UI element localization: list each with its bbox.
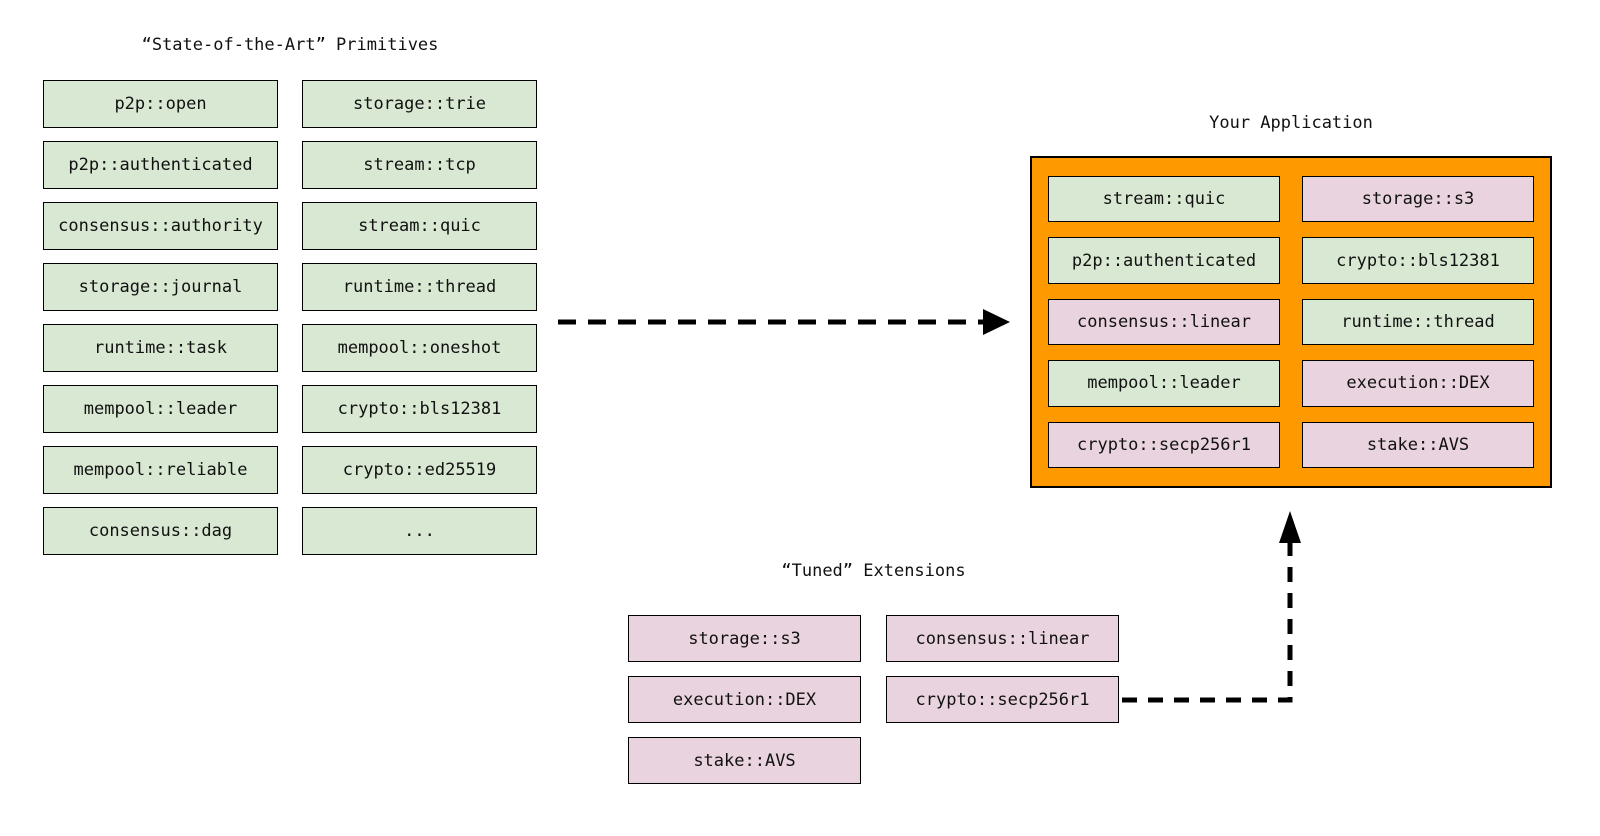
application-module-box: execution::DEX bbox=[1302, 360, 1534, 407]
primitive-box: mempool::reliable bbox=[43, 446, 278, 494]
extension-box: consensus::linear bbox=[886, 615, 1119, 662]
application-module-label: crypto::secp256r1 bbox=[1077, 434, 1251, 455]
application-container: stream::quic storage::s3 p2p::authentica… bbox=[1030, 156, 1552, 488]
primitive-box: crypto::bls12381 bbox=[302, 385, 537, 433]
primitive-box: storage::trie bbox=[302, 80, 537, 128]
application-module-label: storage::s3 bbox=[1361, 189, 1475, 210]
primitive-box: p2p::authenticated bbox=[43, 141, 278, 189]
application-module-label: runtime::thread bbox=[1341, 311, 1495, 332]
primitive-label: ... bbox=[404, 521, 435, 541]
primitive-label: mempool::reliable bbox=[73, 460, 248, 480]
application-module-label: execution::DEX bbox=[1346, 373, 1490, 394]
primitive-box: mempool::oneshot bbox=[302, 324, 537, 372]
primitive-label: consensus::authority bbox=[58, 216, 263, 236]
primitive-label: stream::quic bbox=[358, 216, 481, 236]
primitive-label: crypto::ed25519 bbox=[342, 460, 497, 480]
primitive-box: runtime::task bbox=[43, 324, 278, 372]
application-module-box: mempool::leader bbox=[1048, 360, 1280, 407]
primitive-label: storage::trie bbox=[352, 94, 487, 114]
primitive-label: consensus::dag bbox=[88, 521, 233, 541]
application-module-label: stream::quic bbox=[1102, 189, 1226, 210]
extensions-title: “Tuned” Extensions bbox=[781, 561, 966, 581]
primitive-label: crypto::bls12381 bbox=[337, 399, 502, 419]
application-module-box: consensus::linear bbox=[1048, 298, 1280, 346]
application-module-box: stake::AVS bbox=[1302, 421, 1534, 468]
application-module-box: crypto::bls12381 bbox=[1302, 237, 1534, 284]
primitive-box: crypto::ed25519 bbox=[302, 446, 537, 494]
application-module-label: consensus::linear bbox=[1077, 311, 1251, 332]
application-module-label: mempool::leader bbox=[1087, 373, 1241, 394]
primitive-label: stream::tcp bbox=[363, 155, 476, 175]
primitive-box: ... bbox=[302, 507, 537, 555]
primitive-label: p2p::open bbox=[114, 94, 207, 114]
primitive-box: stream::tcp bbox=[302, 141, 537, 189]
primitives-column-1: p2p::open p2p::authenticated consensus::… bbox=[43, 80, 278, 555]
primitive-label: storage::journal bbox=[78, 277, 243, 297]
primitive-label: p2p::authenticated bbox=[68, 155, 253, 175]
primitives-title: “State-of-the-Art” Primitives bbox=[141, 35, 439, 55]
primitives-to-application-arrow bbox=[558, 309, 1010, 335]
primitive-label: runtime::task bbox=[93, 338, 228, 358]
application-module-box: runtime::thread bbox=[1302, 298, 1534, 346]
application-module-box: storage::s3 bbox=[1302, 176, 1534, 223]
extension-label: execution::DEX bbox=[672, 689, 817, 710]
extension-box: crypto::secp256r1 bbox=[886, 676, 1119, 723]
extension-label: stake::AVS bbox=[693, 750, 796, 771]
primitive-label: runtime::thread bbox=[342, 277, 497, 297]
application-module-box: stream::quic bbox=[1048, 176, 1280, 223]
extension-label: consensus::linear bbox=[915, 628, 1090, 649]
extensions-column-2: consensus::linear crypto::secp256r1 bbox=[886, 615, 1119, 723]
primitive-box: mempool::leader bbox=[43, 385, 278, 433]
application-module-label: stake::AVS bbox=[1366, 434, 1470, 455]
extension-box: storage::s3 bbox=[628, 615, 861, 662]
extensions-column-1: storage::s3 execution::DEX stake::AVS bbox=[628, 615, 861, 784]
primitive-label: mempool::oneshot bbox=[337, 338, 502, 358]
extensions-to-application-arrow bbox=[1122, 511, 1301, 703]
extension-box: stake::AVS bbox=[628, 737, 861, 784]
application-module-label: crypto::bls12381 bbox=[1336, 250, 1500, 271]
primitive-box: consensus::authority bbox=[43, 202, 278, 250]
extension-label: storage::s3 bbox=[688, 628, 801, 649]
application-module-label: p2p::authenticated bbox=[1071, 250, 1257, 271]
application-module-box: p2p::authenticated bbox=[1048, 237, 1280, 284]
primitive-box: runtime::thread bbox=[302, 263, 537, 311]
primitive-box: stream::quic bbox=[302, 202, 537, 250]
primitives-column-2: storage::trie stream::tcp stream::quic r… bbox=[302, 80, 537, 555]
primitive-label: mempool::leader bbox=[83, 399, 238, 419]
application-title: Your Application bbox=[1209, 113, 1373, 133]
application-module-box: crypto::secp256r1 bbox=[1048, 421, 1280, 468]
primitive-box: p2p::open bbox=[43, 80, 278, 128]
extension-label: crypto::secp256r1 bbox=[915, 689, 1090, 710]
primitive-box: consensus::dag bbox=[43, 507, 278, 555]
extension-box: execution::DEX bbox=[628, 676, 861, 723]
primitive-box: storage::journal bbox=[43, 263, 278, 311]
